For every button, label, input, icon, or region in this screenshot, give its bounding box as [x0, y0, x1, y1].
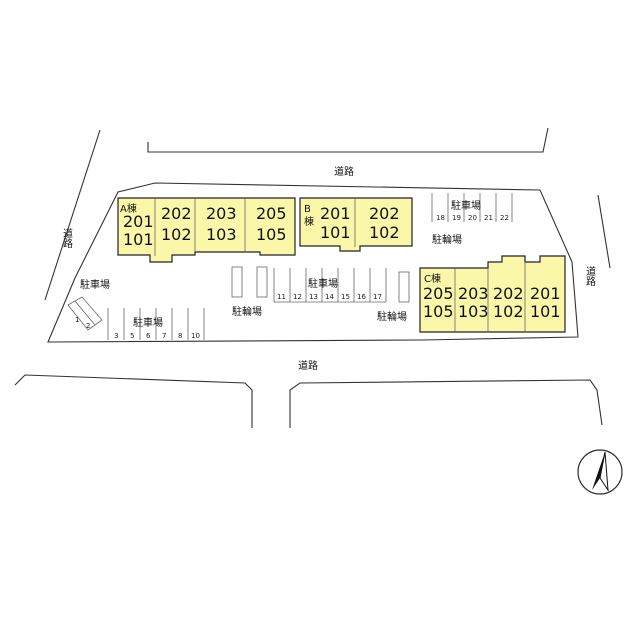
road-label-right: 道路 — [584, 265, 596, 287]
slot-5: 5 — [130, 332, 134, 340]
right-road-edge — [597, 194, 611, 269]
parking-middle: 駐車場 11 12 13 14 15 16 17 — [273, 268, 387, 303]
bicycle-label-right: 駐輪場 — [377, 310, 407, 323]
slot-18: 18 — [436, 214, 445, 222]
site-boundary — [47, 182, 579, 343]
road-lines — [14, 127, 611, 428]
road-label-bottom: 道路 — [298, 359, 318, 372]
building-c-label: C棟 — [424, 272, 441, 285]
slot-10: 10 — [191, 332, 200, 340]
bicycle-rack-3 — [398, 271, 410, 303]
building-b-outline — [299, 197, 413, 252]
slot-8: 8 — [178, 332, 182, 340]
building-a-outline — [117, 197, 296, 263]
bicycle-rack-1 — [231, 266, 243, 298]
unit-b-2-lower: 102 — [369, 223, 400, 242]
building-b-label-2: 棟 — [304, 215, 314, 228]
slot-7: 7 — [162, 332, 166, 340]
parking-bottom: 駐車場 3 5 6 7 8 10 — [107, 308, 205, 340]
unit-a-4-lower: 105 — [256, 225, 287, 244]
road-label-top: 道路 — [334, 165, 354, 178]
road-label-left: 道路 — [61, 227, 73, 249]
unit-a-3-lower: 103 — [206, 225, 237, 244]
unit-c-2-lower: 103 — [458, 302, 489, 321]
parking-top: 駐車場 18 19 20 21 22 — [431, 193, 513, 222]
slot-1: 1 — [75, 316, 79, 324]
slot-17: 17 — [373, 293, 382, 301]
parking-label-top: 駐車場 — [451, 199, 481, 212]
unit-a-1-upper: 201 — [123, 212, 154, 231]
unit-c-2-upper: 203 — [458, 284, 489, 303]
bicycle-label-middle: 駐輪場 — [232, 305, 262, 318]
unit-b-1-upper: 201 — [320, 204, 351, 223]
parking-label-middle: 駐車場 — [308, 277, 338, 290]
unit-c-3-lower: 102 — [493, 302, 524, 321]
unit-c-4-upper: 201 — [530, 284, 561, 303]
north-arrow-icon — [577, 449, 623, 495]
slot-3: 3 — [114, 332, 118, 340]
parking-label-left: 駐車場 — [80, 278, 110, 291]
slot-12: 12 — [293, 293, 302, 301]
unit-c-1-lower: 105 — [423, 302, 454, 321]
bottom-right-road-edge — [289, 379, 603, 428]
unit-a-4-upper: 205 — [256, 204, 287, 223]
unit-c-3-upper: 202 — [493, 284, 524, 303]
building-c: C棟 205 105 203 103 202 102 201 101 — [419, 255, 566, 333]
slot-14: 14 — [325, 293, 334, 301]
unit-c-4-lower: 101 — [530, 302, 561, 321]
unit-a-3-upper: 203 — [206, 204, 237, 223]
slot-20: 20 — [468, 214, 477, 222]
building-b-label-1: B — [304, 204, 311, 215]
building-a-label: A棟 — [120, 202, 137, 215]
left-road-edge — [44, 129, 101, 301]
slot-13: 13 — [309, 293, 318, 301]
slot-6: 6 — [146, 332, 151, 340]
slot-15: 15 — [341, 293, 350, 301]
slot-22: 22 — [500, 214, 509, 222]
building-b: B B棟 棟 201 101 202 102 — [299, 197, 413, 252]
bicycle-rack-2 — [256, 266, 268, 298]
unit-c-1-upper: 205 — [423, 284, 454, 303]
parking-left: 駐車場 1 2 — [67, 278, 110, 331]
unit-a-2-lower: 102 — [161, 225, 192, 244]
parking-label-bottom: 駐車場 — [133, 316, 163, 329]
slot-16: 16 — [357, 293, 366, 301]
unit-a-2-upper: 202 — [161, 204, 192, 223]
top-road-edge — [147, 127, 549, 153]
slot-19: 19 — [452, 214, 461, 222]
slot-2: 2 — [86, 322, 90, 330]
bottom-left-road-edge — [14, 374, 253, 428]
unit-b-2-upper: 202 — [369, 204, 400, 223]
unit-a-1-lower: 101 — [123, 230, 154, 249]
bicycle-label-top: 駐輪場 — [432, 233, 462, 246]
building-a: A棟 201 101 202 102 203 103 205 105 — [117, 197, 296, 263]
slot-21: 21 — [484, 214, 493, 222]
unit-b-1-lower: 101 — [320, 223, 351, 242]
slot-11: 11 — [277, 293, 286, 301]
